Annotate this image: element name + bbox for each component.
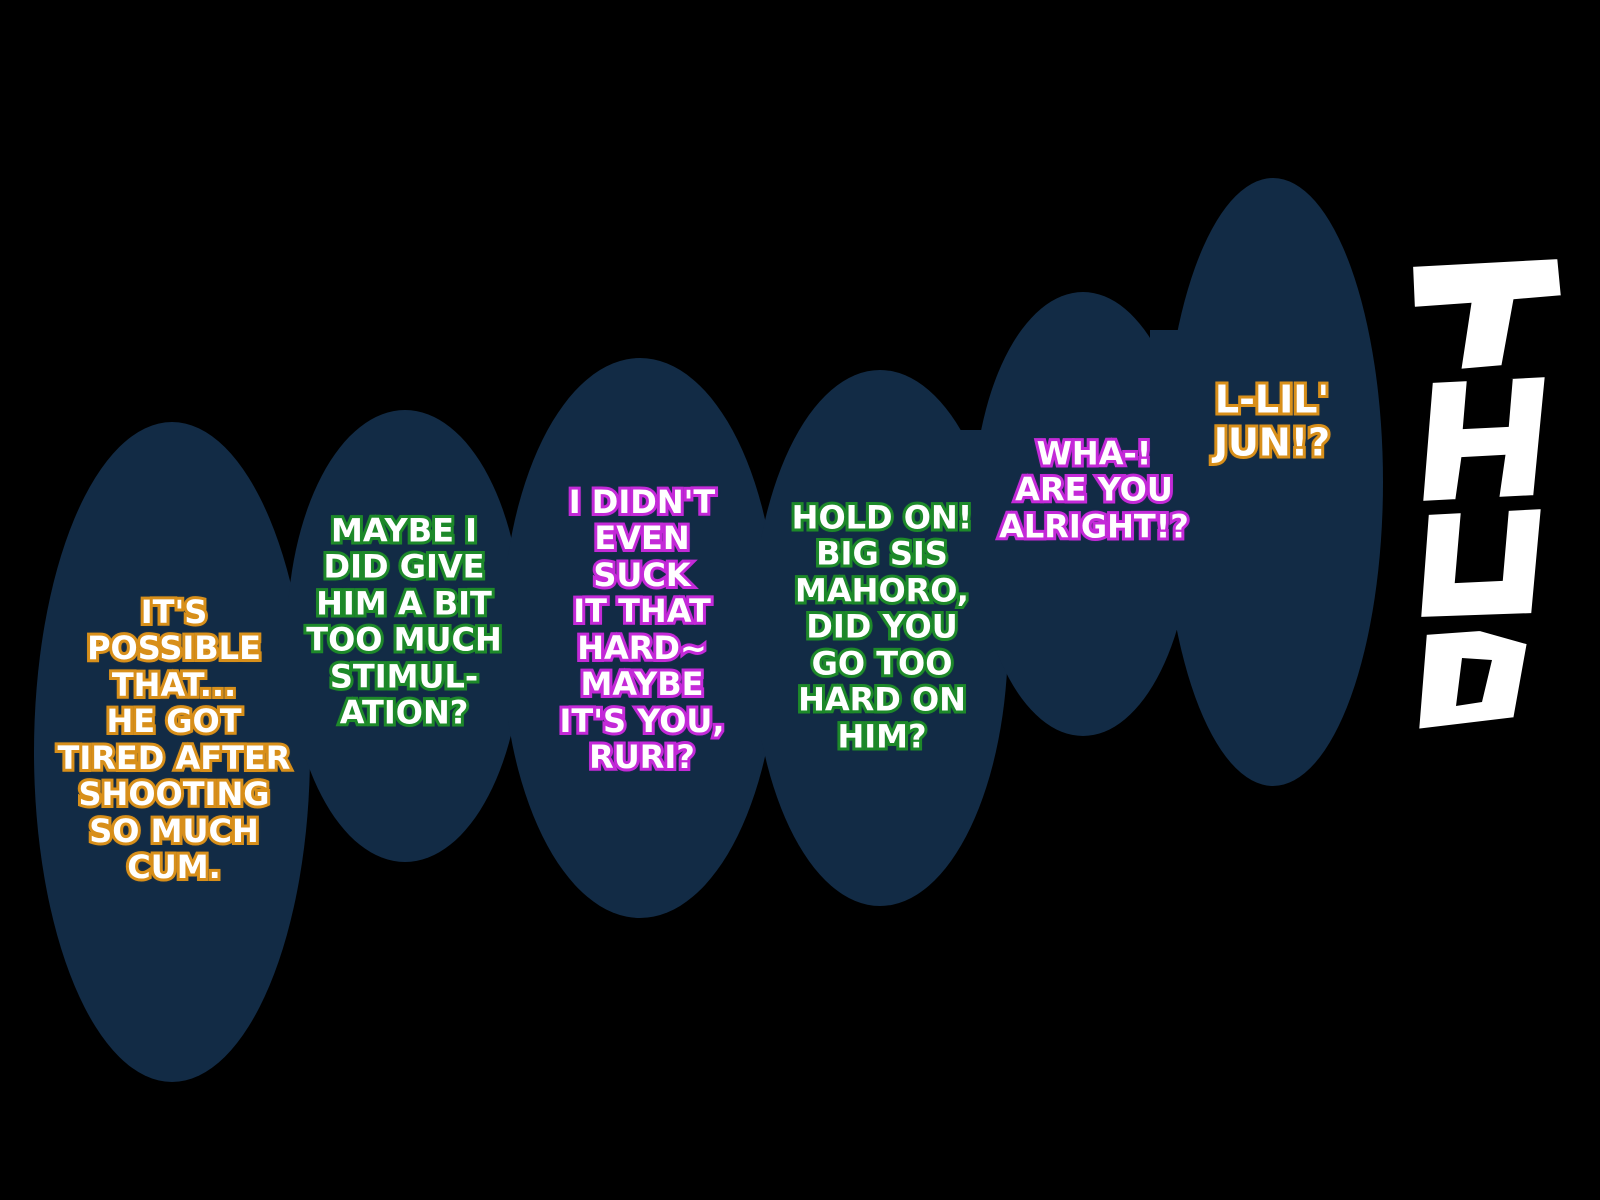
- bubble-3-line: EVEN: [591, 517, 692, 560]
- bubble-3-line: IT'S YOU,: [556, 699, 727, 742]
- bubble-bridge-3: [730, 540, 810, 740]
- bubble-shape-1: [34, 422, 310, 1082]
- bubble-shape-4: [752, 370, 1008, 906]
- bubble-1-line: SO MUCH: [86, 809, 261, 852]
- bubble-4-line: HOLD ON!: [789, 496, 976, 539]
- bubble-4-line: DID YOU: [803, 605, 960, 648]
- bubble-shapes: [34, 178, 1383, 1082]
- bubble-1-line: SHOOTING: [75, 773, 272, 816]
- sfx-letter-shape-t: [1406, 252, 1568, 376]
- bubble-4-line: GO TOO: [809, 642, 956, 685]
- bubble-text-2: MAYBE I DID GIVE HIM A BIT TOO MUCH STIM…: [303, 509, 504, 734]
- bubble-3-line: MAYBE: [578, 663, 707, 706]
- bubble-1-line: THAT...: [109, 664, 239, 707]
- bubble-4-line: BIG SIS: [813, 532, 951, 575]
- bubble-5-line: ALRIGHT!?: [996, 505, 1192, 548]
- bubble-3-line: HARD~: [574, 626, 710, 669]
- bubble-4-line: MAHORO,: [792, 569, 972, 612]
- bubble-bridge-2: [480, 560, 570, 720]
- bubble-4-line: HARD ON: [795, 678, 969, 721]
- bubble-1-line: IT'S: [138, 591, 211, 634]
- sfx-letter-shape-d-hole: [1456, 658, 1492, 706]
- bubble-2-line: ATION?: [337, 691, 472, 734]
- bubble-5-line: ARE YOU: [1012, 468, 1176, 511]
- bubble-6-line: L-LIL': [1212, 375, 1332, 425]
- bubble-2-line: STIMUL-: [327, 655, 481, 698]
- bubble-1-line: HE GOT: [103, 700, 244, 743]
- bubble-text-5: WHA-! ARE YOU ALRIGHT!?: [996, 432, 1192, 548]
- bubble-text-3: I DIDN'T EVEN SUCK IT THAT HARD~ MAYBE I…: [556, 481, 727, 779]
- bubble-1-line: CUM.: [124, 846, 223, 889]
- bubble-3-line: SUCK: [590, 554, 693, 597]
- bubble-bridge-4: [960, 430, 1040, 650]
- bubble-text-4: HOLD ON! BIG SIS MAHORO, DID YOU GO TOO …: [789, 496, 976, 758]
- bubble-1-line: TIRED AFTER: [55, 736, 294, 779]
- bubble-2-line: TOO MUCH: [303, 618, 504, 661]
- sfx-letter-shape-u: [1414, 502, 1548, 624]
- bubble-bridge-1: [250, 600, 340, 760]
- bubble-5-line: WHA-!: [1034, 432, 1155, 475]
- bubble-3-line: IT THAT: [570, 590, 714, 633]
- bubble-3-line: I DIDN'T: [566, 481, 718, 524]
- bubble-text-6: L-LIL' JUN!?: [1211, 375, 1333, 468]
- bubble-bridge-5: [1150, 330, 1220, 630]
- bubble-2-line: MAYBE I: [328, 509, 480, 552]
- bubble-shape-2: [287, 410, 523, 862]
- bubble-3-line: RURI?: [586, 736, 698, 779]
- bubble-2-line: DID GIVE: [321, 546, 488, 589]
- bubble-6-line: JUN!?: [1211, 418, 1333, 468]
- bubble-text-1: IT'S POSSIBLE THAT... HE GOT TIRED AFTER…: [55, 591, 294, 889]
- bubble-1-line: POSSIBLE: [84, 627, 264, 670]
- sfx-letter-shape-h: [1416, 370, 1552, 508]
- bubble-2-line: HIM A BIT: [313, 582, 495, 625]
- bubble-shape-3: [502, 358, 778, 918]
- bubble-4-line: HIM?: [834, 715, 929, 758]
- sfx-thud-backdrop: [1406, 252, 1568, 736]
